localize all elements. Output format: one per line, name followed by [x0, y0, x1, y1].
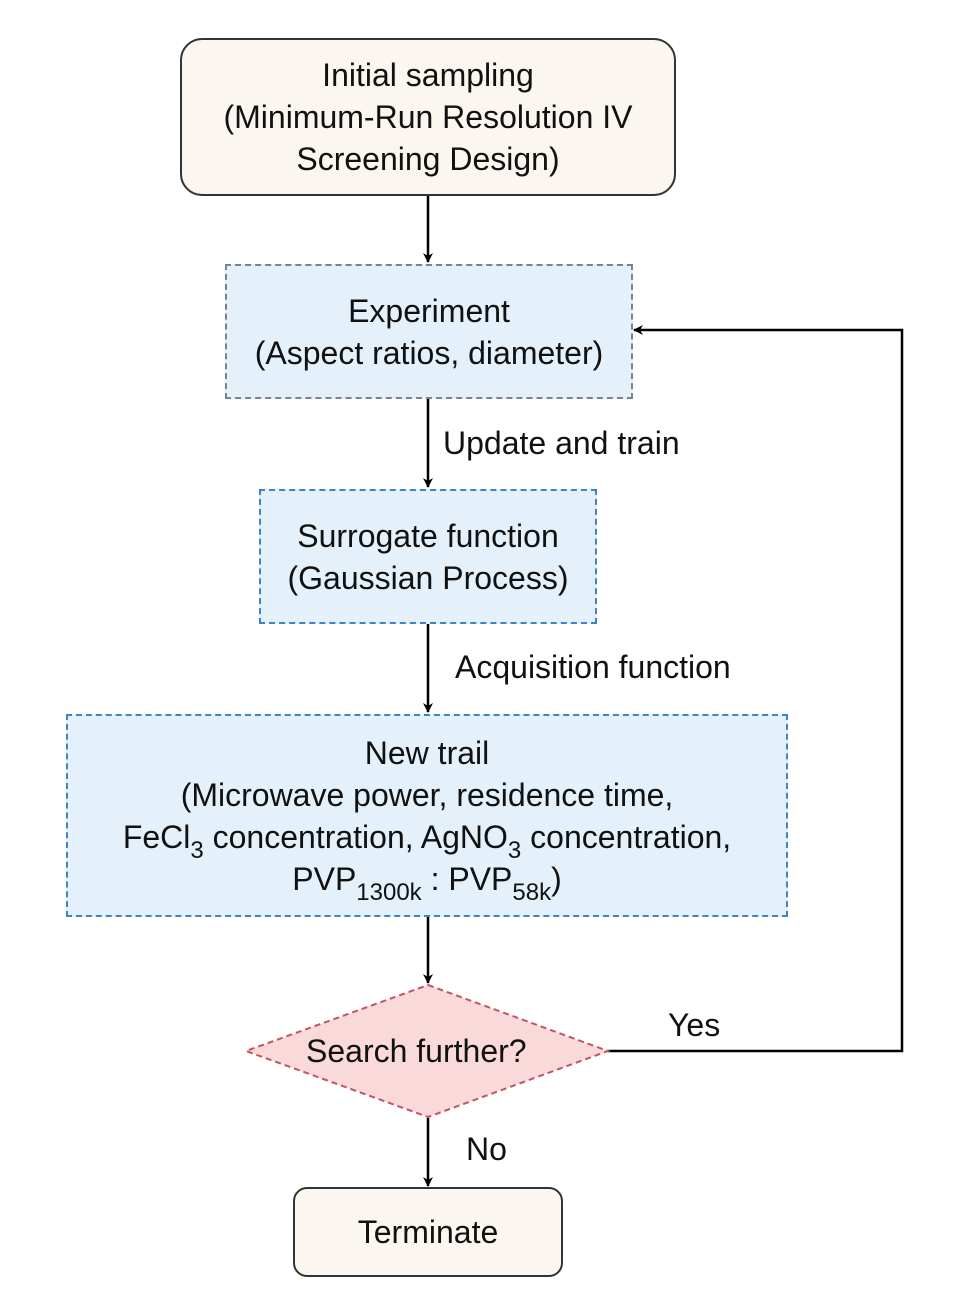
- experiment-title: Experiment: [348, 292, 510, 329]
- terminate-node: Terminate: [293, 1187, 563, 1277]
- new-trail-node: New trail (Microwave power, residence ti…: [66, 714, 788, 917]
- initial-sampling-title: Initial sampling: [322, 57, 534, 93]
- decision-diamond-shape: [243, 983, 611, 1119]
- new-trail-params-1: (Microwave power, residence time,: [180, 776, 674, 813]
- terminate-label: Terminate: [357, 1214, 499, 1250]
- edge-label-update-and-train: Update and train: [443, 425, 680, 461]
- arrow-yes-loop-to-experiment: [608, 325, 904, 1053]
- surrogate-title: Surrogate function: [297, 517, 559, 554]
- edge-label-acquisition-function: Acquisition function: [455, 649, 731, 685]
- edge-label-no: No: [466, 1131, 507, 1167]
- new-trail-params-2: FeCl3 concentration, AgNO3 concentration…: [122, 818, 732, 864]
- decision-label: Search further?: [306, 1033, 527, 1069]
- initial-sampling-node: Initial sampling (Minimum-Run Resolution…: [180, 38, 676, 196]
- surrogate-detail: (Gaussian Process): [287, 559, 569, 596]
- experiment-node: Experiment (Aspect ratios, diameter): [225, 264, 633, 399]
- initial-sampling-detail-1: (Minimum-Run Resolution IV: [223, 99, 633, 135]
- new-trail-title: New trail: [364, 734, 490, 771]
- surrogate-function-node: Surrogate function (Gaussian Process): [259, 489, 597, 624]
- experiment-detail: (Aspect ratios, diameter): [254, 334, 604, 371]
- initial-sampling-detail-2: Screening Design): [296, 141, 560, 177]
- new-trail-params-3: PVP1300k : PVP58k): [292, 860, 562, 906]
- edge-label-yes: Yes: [668, 1007, 721, 1043]
